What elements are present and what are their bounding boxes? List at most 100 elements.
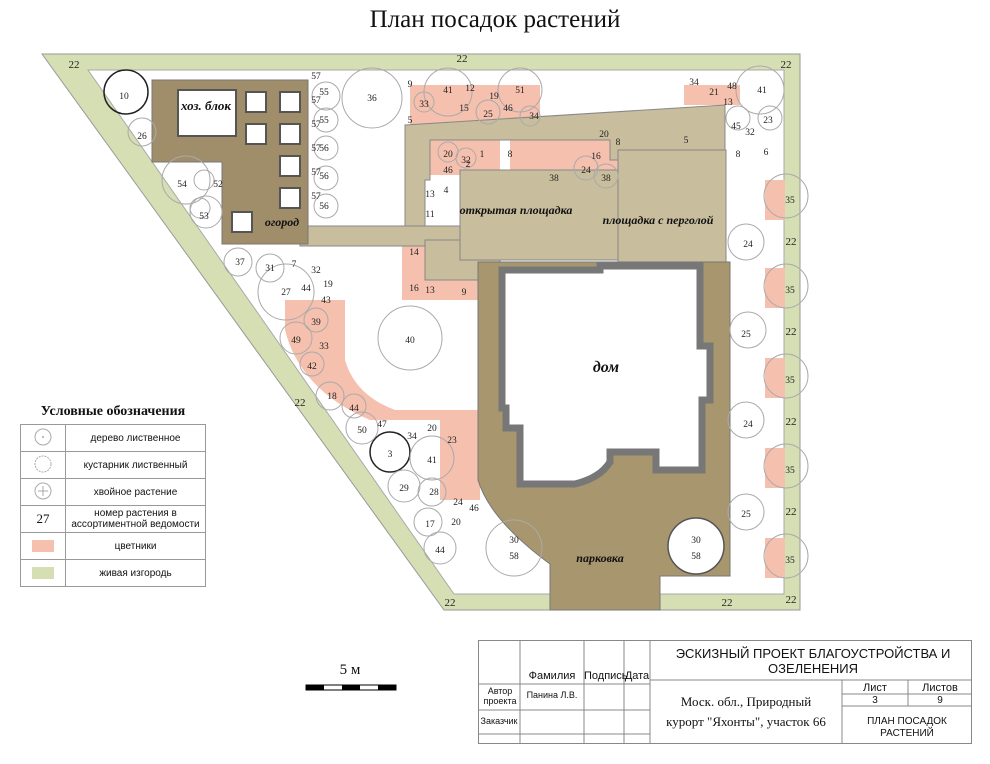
plant-number-label: 24 [581, 166, 591, 176]
stamp-project-title: ЭСКИЗНЫЙ ПРОЕКТ БЛАГОУСТРОЙСТВА И ОЗЕЛЕН… [675, 646, 951, 676]
legend-item: дерево лиственное [20, 424, 206, 452]
page-title: План посадок растений [369, 6, 621, 33]
plant-number-label: 56 [319, 202, 329, 212]
stamp-row-client: Заказчик [480, 716, 518, 726]
plant-number-label: 18 [327, 392, 337, 402]
zone-labels: хоз. блок огород открытая площадка площа… [180, 98, 714, 565]
plant-number-label: 56 [319, 172, 329, 182]
plant-number-label: 13 [425, 286, 435, 296]
plant-number-label: 47 [377, 420, 387, 430]
stamp-row-author: Автор проекта [483, 686, 517, 706]
svg-text:22: 22 [445, 597, 456, 609]
svg-text:22: 22 [69, 59, 80, 71]
plant-number-label: 34 [529, 112, 539, 122]
zone-label-pergola: площадка с перголой [603, 213, 714, 227]
plant-number-label: 46 [443, 166, 453, 176]
svg-text:22: 22 [786, 594, 797, 606]
garden-beds [231, 91, 301, 233]
plant-number-label: 32 [311, 266, 321, 276]
plant-number-label: 30 [509, 536, 519, 546]
plant-number-label: 41 [427, 456, 437, 466]
zone-label-house: дом [593, 359, 619, 376]
stamp-location-line1: Моск. обл., Природный [680, 694, 812, 709]
plant-number-label: 51 [515, 86, 525, 96]
plant-number-label: 5 [684, 136, 689, 146]
plant-number-label: 16 [409, 284, 419, 294]
plant-number-label: 35 [785, 286, 795, 296]
scale-label: 5 м [339, 662, 361, 678]
svg-text:22: 22 [786, 506, 797, 518]
hedge-swatch [32, 567, 54, 579]
zone-label-garden: огород [265, 215, 299, 229]
plant-number-label: 5 [408, 116, 413, 126]
plant-number-label: 56 [319, 144, 329, 154]
plant-number-label: 34 [407, 432, 417, 442]
stamp-sheets-label: Листов [922, 682, 958, 694]
plant-number-label: 48 [727, 82, 737, 92]
deciduous-shrub-icon [34, 455, 52, 472]
plant-number-label: 41 [443, 86, 453, 96]
stamp-col-date: Дата [624, 670, 650, 682]
plant-number-label: 8 [736, 150, 741, 160]
plant-number-label: 57 [311, 72, 321, 82]
shed-building [177, 89, 237, 137]
legend: Условные обозначения дерево лиственное к… [20, 404, 206, 587]
plant-number-label: 44 [301, 284, 311, 294]
plant-number-label: 9 [462, 288, 467, 298]
svg-text:22: 22 [786, 416, 797, 428]
plant-number-label: 23 [763, 116, 773, 126]
plant-number-label: 35 [785, 556, 795, 566]
plant-number-label: 50 [357, 426, 367, 436]
plant-number-label: 32 [461, 156, 471, 166]
plant-number-label: 8 [508, 150, 513, 160]
plant-number-label: 23 [447, 436, 457, 446]
svg-text:22: 22 [457, 53, 468, 65]
plant-number-label: 32 [745, 128, 755, 138]
plant-number-label: 27 [281, 288, 291, 298]
plant-number-label: 36 [367, 94, 377, 104]
stamp-author-name: Панина Л.В. [526, 690, 578, 700]
plant-number-label: 42 [307, 362, 317, 372]
plant-number-label: 54 [177, 180, 187, 190]
plant-number-label: 29 [399, 484, 409, 494]
plant-number-label: 4 [444, 186, 449, 196]
zone-label-parking: парковка [576, 551, 623, 565]
plant-number-label: 25 [483, 110, 493, 120]
plant-number-label: 30 [691, 536, 701, 546]
plant-number-label: 6 [764, 148, 769, 158]
plant-number-label: 19 [489, 92, 499, 102]
stamp-col-sign: Подпись [584, 670, 628, 682]
plant-number-label: 7 [292, 260, 297, 270]
scale-bar: 5 м [305, 662, 397, 697]
plant-number-label: 24 [453, 498, 463, 508]
legend-item: 27 номер растения в ассортиментной ведом… [20, 505, 206, 533]
plant-number-label: 13 [425, 190, 435, 200]
plant-number-label: 25 [741, 330, 751, 340]
plant-number-label: 1 [480, 150, 485, 160]
plant-number-label: 20 [599, 130, 609, 140]
plant-number-label: 44 [349, 404, 359, 414]
stamp-sheet-title: ПЛАН ПОСАДОК РАСТЕНИЙ [867, 716, 947, 739]
plant-number-label: 14 [409, 248, 419, 258]
plant-number-label: 8 [616, 138, 621, 148]
plant-number-label: 11 [425, 210, 434, 220]
plant-number-label: 38 [549, 174, 559, 184]
parking-tree-ring [667, 517, 725, 575]
plant-number-label: 28 [429, 488, 439, 498]
plant-number-label: 53 [199, 212, 209, 222]
plant-number-label: 19 [323, 280, 333, 290]
hedge-labels: 22 22 22 22 22 22 22 22 22 22 22 [69, 53, 797, 609]
stamp-location-line2: курорт "Яхонты", участок 66 [666, 714, 826, 729]
plant-number-label: 20 [451, 518, 461, 528]
plant-number-label: 21 [709, 88, 719, 98]
plant-number-label: 43 [321, 296, 331, 306]
plant-number-label: 46 [503, 104, 513, 114]
plant-number-label: 57 [311, 168, 321, 178]
plant-number-label: 13 [723, 98, 733, 108]
svg-text:22: 22 [295, 397, 306, 409]
pergola-area [617, 149, 727, 281]
plant-number-label: 49 [291, 336, 301, 346]
plant-number-label: 25 [741, 510, 751, 520]
plant-number-label: 57 [311, 192, 321, 202]
legend-item: хвойное растение [20, 478, 206, 506]
